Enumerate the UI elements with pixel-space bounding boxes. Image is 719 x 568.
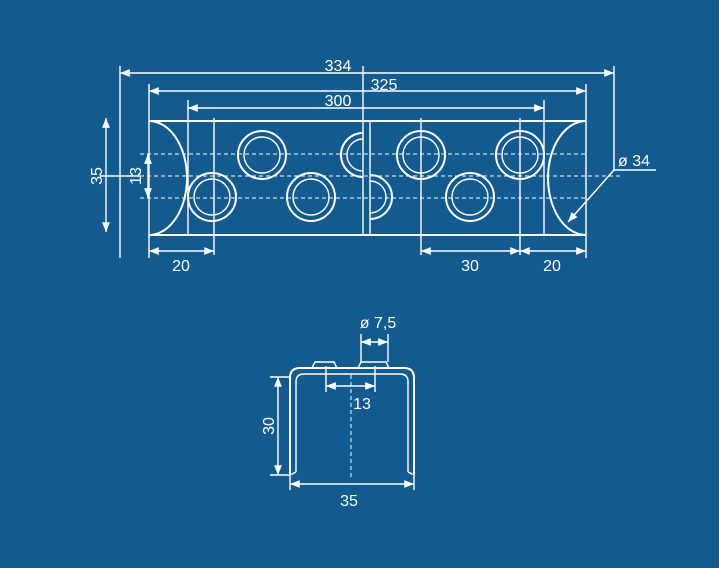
hole	[495, 130, 545, 180]
dim-pitch: 30	[461, 258, 479, 275]
side-view-profile	[289, 367, 415, 475]
dim-side-width: 35	[340, 493, 358, 510]
dim-hole-offset: 13	[128, 167, 145, 185]
dim-cutout-diameter: ø 34	[618, 153, 650, 170]
dim-end-left: 20	[172, 258, 190, 275]
side-view-profile-inner	[295, 373, 409, 472]
side-view: ø 7,5 13 30 35	[261, 315, 415, 510]
leader-line-cutout	[567, 169, 615, 223]
dim-inner-length: 325	[371, 77, 398, 94]
dim-overall-length: 334	[325, 58, 352, 75]
hole	[445, 172, 495, 222]
side-view-edge	[289, 471, 297, 476]
top-view: 334 325 300 35 13 20 30 20 ø 34	[89, 58, 656, 275]
side-view-edge	[407, 471, 415, 476]
hole	[369, 174, 393, 220]
dim-height: 35	[89, 167, 106, 185]
hole	[340, 132, 364, 178]
pin	[311, 361, 338, 369]
hole	[237, 130, 287, 180]
hole	[187, 172, 237, 222]
dim-hole-span: 300	[325, 93, 352, 110]
hole	[396, 130, 446, 180]
pin	[357, 361, 390, 369]
dim-pin-diameter: ø 7,5	[360, 315, 397, 332]
hole	[286, 172, 336, 222]
dim-end-right: 20	[543, 258, 561, 275]
dim-side-height: 30	[261, 417, 278, 435]
dim-pin-offset: 13	[353, 396, 371, 413]
